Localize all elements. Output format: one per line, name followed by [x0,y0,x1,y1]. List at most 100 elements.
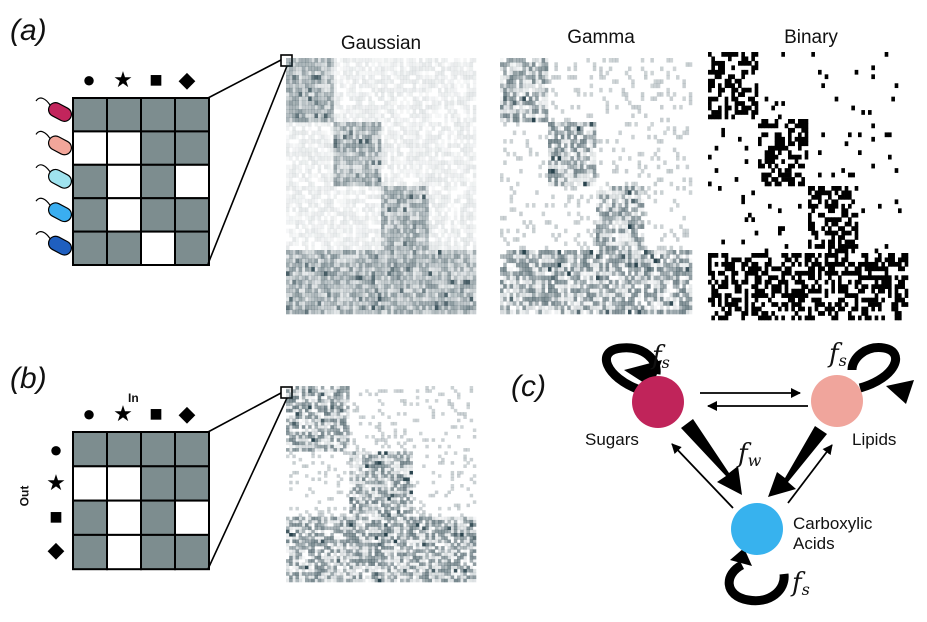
heat-cell [286,284,290,289]
heat-cell [500,58,504,63]
heat-cell [460,284,464,289]
heat-cell [336,139,341,144]
heat-cell [509,87,514,93]
heat-cell [738,60,742,66]
heat-cell [355,79,360,84]
heat-cell [463,117,467,123]
heat-cell [599,262,603,268]
heat-cell [444,122,448,127]
heat-cell [317,66,322,72]
heat-cell [631,113,635,119]
heat-cell [631,104,635,110]
heat-cell [317,288,322,293]
heat-cell [308,168,312,174]
heat-cell [682,309,686,315]
heat-cell [298,258,303,264]
heat-cell [567,258,571,264]
heat-cell [425,198,429,204]
heat-cell [460,254,464,259]
heat-cell [586,275,590,281]
heat-cell [522,271,526,276]
heat-cell [301,96,306,101]
heat-cell [377,241,382,247]
heat-cell [466,284,470,289]
heat-cell [396,284,401,289]
heat-cell [647,126,651,131]
heat-cell [429,118,432,123]
heat-cell [811,52,815,57]
heat-cell [438,207,442,212]
heat-cell [615,254,619,259]
heat-cell [422,143,426,148]
heat-cell [640,305,645,311]
heat-cell [679,250,683,255]
heat-cell [336,296,341,302]
heat-cell [472,245,477,251]
heat-cell [371,275,375,281]
heat-cell [522,262,526,268]
heat-cell [387,117,391,123]
heat-cell [365,168,369,174]
heat-cell [311,92,315,97]
heat-cell [583,241,587,247]
heat-cell [567,151,571,157]
heat-cell [640,190,645,195]
heat-cell [308,232,312,238]
heat-cell [320,224,325,229]
heat-cell [330,258,334,264]
heat-cell [472,168,477,174]
heat-cell [403,70,407,76]
heat-cell [660,190,664,195]
heat-cell [669,258,674,264]
heat-cell [419,203,423,208]
heat-cell [362,305,366,311]
heat-cell [390,156,394,161]
heat-cell [286,288,290,293]
heat-cell [374,203,379,208]
heat-cell [634,198,638,204]
heat-cell [308,262,312,268]
heat-cell [463,237,467,242]
heat-cell [434,296,439,302]
heat-cell [286,198,290,204]
heat-cell [618,288,622,293]
heat-cell [460,305,464,311]
heat-cell [444,245,448,251]
heat-cell [333,207,337,212]
heat-cell [528,292,533,298]
heat-cell [412,168,417,174]
heat-cell [434,254,439,259]
heat-cell [570,122,574,127]
heat-cell [612,228,616,234]
heat-cell [624,275,629,281]
heat-cell [381,301,385,306]
heat-cell [679,301,683,306]
heat-cell [460,100,464,106]
in-symbol-star: ★ [113,401,133,426]
heat-cell [311,215,315,221]
heat-cell [583,305,587,311]
heat-cell [656,292,661,298]
heat-cell [311,66,315,72]
heat-cell [409,224,413,229]
heat-cell [292,309,296,315]
heat-cell [525,250,530,255]
heat-cell [557,296,562,302]
heat-cell [541,305,546,311]
heat-cell [365,160,369,165]
heat-cell [339,258,344,264]
heat-cell [618,203,622,208]
heat-cell [460,262,464,268]
heat-cell [324,151,328,157]
heat-cell [653,305,658,311]
heat-cell [612,207,616,212]
heat-cell [301,250,306,255]
heat-cell [522,254,526,259]
heat-cell [631,275,635,281]
heat-cell [305,211,309,217]
heat-cell [583,301,587,306]
heat-cell [387,224,391,229]
heat-cell [358,126,363,131]
heat-cell [634,288,638,293]
heat-cell [640,220,645,225]
